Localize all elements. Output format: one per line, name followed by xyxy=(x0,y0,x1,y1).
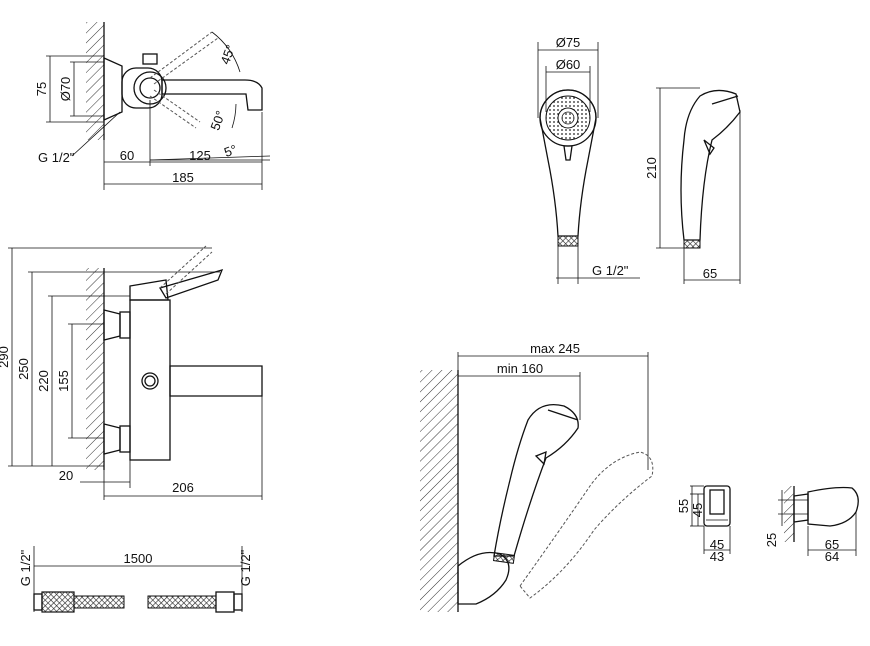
holder-w64: 64 xyxy=(825,549,839,564)
angle-50: 50° xyxy=(207,109,228,133)
head-width-65: 65 xyxy=(703,266,717,281)
dim-290: 290 xyxy=(0,346,11,368)
dim-20: 20 xyxy=(59,468,73,483)
hose-thread-left: G 1/2" xyxy=(18,549,33,586)
dim-d70: Ø70 xyxy=(58,77,73,102)
wall-flange xyxy=(103,56,123,122)
holder-detail-front: 55 45 45 43 xyxy=(676,485,731,564)
wall-holder xyxy=(457,551,510,605)
holder-front-body xyxy=(703,485,731,527)
lever-front xyxy=(159,269,224,299)
dim-220: 220 xyxy=(36,370,51,392)
mixer-body-front xyxy=(129,299,171,461)
holder-max: max 245 xyxy=(530,341,580,356)
dim-206: 206 xyxy=(172,480,194,495)
spout-front xyxy=(169,365,263,397)
wall-hatch-front xyxy=(86,268,104,470)
shower-in-holder xyxy=(493,403,579,557)
hose-thread-right: G 1/2" xyxy=(238,549,253,586)
holder-min: min 160 xyxy=(497,361,543,376)
top-view: 75 Ø70 G 1/2" 60 125 185 45° 50° 5° xyxy=(34,22,271,190)
dim-185: 185 xyxy=(172,170,194,185)
head-length-210: 210 xyxy=(644,157,659,179)
dim-250: 250 xyxy=(16,358,31,380)
angle-45: 45° xyxy=(217,43,238,67)
hose-length: 1500 xyxy=(124,551,153,566)
holder-d25: 25 xyxy=(764,533,779,547)
holder-w45: 45 xyxy=(710,537,724,552)
spout xyxy=(161,79,263,111)
hose-coil-left xyxy=(73,595,125,609)
holder-w43: 43 xyxy=(710,549,724,564)
dim-60: 60 xyxy=(120,148,134,163)
dim-g12: G 1/2" xyxy=(38,150,75,165)
wall-hatch-holder xyxy=(420,370,458,612)
hose-nut-right xyxy=(215,591,235,613)
shower-head-side: 210 65 xyxy=(644,87,741,284)
holder-detail-side: 25 65 64 xyxy=(764,486,859,564)
wall-holder-assembly: max 245 min 160 xyxy=(420,341,654,612)
dim-155: 155 xyxy=(56,370,71,392)
shower-head-front: Ø75 Ø60 G 1/2" xyxy=(537,35,640,284)
holder-w65: 65 xyxy=(825,537,839,552)
front-view: 290 250 220 155 20 206 xyxy=(0,245,263,500)
head-thread: G 1/2" xyxy=(592,263,629,278)
head-d60: Ø60 xyxy=(556,57,581,72)
shower-head-side-body xyxy=(680,89,741,241)
holder-side-body xyxy=(807,486,859,527)
hose-nut-left xyxy=(41,591,75,613)
dim-125: 125 xyxy=(189,148,211,163)
angle-5: 5° xyxy=(222,142,239,160)
holder-d45: 45 xyxy=(690,503,705,517)
wall-hatch xyxy=(86,22,104,140)
head-d75: Ø75 xyxy=(556,35,581,50)
hose-coil-right xyxy=(147,595,217,609)
holder-d55: 55 xyxy=(676,499,691,513)
hose-drawing: 1500 G 1/2" G 1/2" xyxy=(18,546,253,613)
dim-75: 75 xyxy=(34,82,49,96)
